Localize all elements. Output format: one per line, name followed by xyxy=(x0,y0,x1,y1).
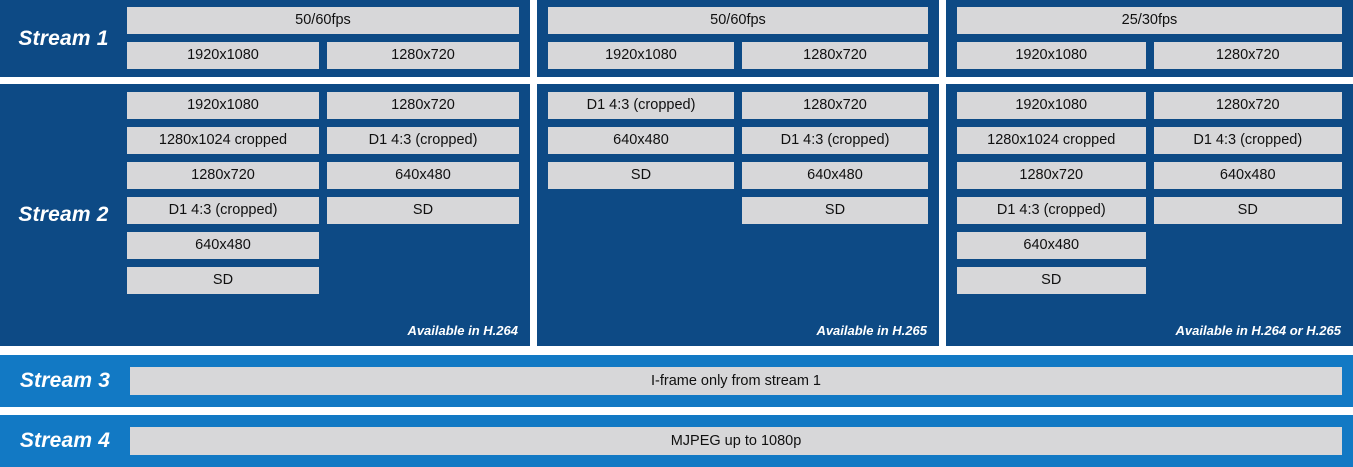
stream2-col2-left-item-1: 640x480 xyxy=(548,127,734,154)
stream2-col2-left-item-0: D1 4:3 (cropped) xyxy=(548,92,734,119)
stream2-col2-right-item-1: D1 4:3 (cropped) xyxy=(742,127,928,154)
stream1-col2-body: 50/60fps 1920x1080 1280x720 xyxy=(548,0,939,77)
stream1-col3-fps: 25/30fps xyxy=(957,7,1342,34)
stream1-col2-resolution-0: 1920x1080 xyxy=(548,42,734,69)
stream4-description: MJPEG up to 1080p xyxy=(130,427,1342,455)
stream2-col3-right-item-3: SD xyxy=(1153,197,1342,224)
stream2-col1-left-item-2: 1280x720 xyxy=(127,162,319,189)
stream4-panel: Stream 4 MJPEG up to 1080p xyxy=(0,415,1353,467)
stream2-col1-right-item-2: 640x480 xyxy=(327,162,519,189)
stream2-col2-left-item-2: SD xyxy=(548,162,734,189)
stream2-col3-left-item-1: 1280x1024 cropped xyxy=(957,127,1146,154)
stream2-panel-column-3: 1920x1080 1280x1024 cropped 1280x720 D1 … xyxy=(946,84,1353,346)
stream1-col3-resolution-0: 1920x1080 xyxy=(957,42,1146,69)
stream1-col2-resolution-1: 1280x720 xyxy=(742,42,928,69)
stream2-col1-left-list: 1920x1080 1280x1024 cropped 1280x720 D1 … xyxy=(127,92,319,294)
stream2-col2-right-list: 1280x720 D1 4:3 (cropped) 640x480 SD xyxy=(742,92,928,224)
stream2-col3-right-item-1: D1 4:3 (cropped) xyxy=(1153,127,1342,154)
stream2-col3-body: 1920x1080 1280x1024 cropped 1280x720 D1 … xyxy=(957,84,1353,346)
stream2-panel-column-2: D1 4:3 (cropped) 640x480 SD 1280x720 D1 … xyxy=(537,84,939,346)
stream2-col1-availability: Available in H.264 xyxy=(407,323,518,338)
stream2-col1-left-item-0: 1920x1080 xyxy=(127,92,319,119)
stream2-col1-left-item-3: D1 4:3 (cropped) xyxy=(127,197,319,224)
stream3-body: I-frame only from stream 1 xyxy=(130,355,1353,407)
stream2-col1-left-item-5: SD xyxy=(127,267,319,294)
stream3-description: I-frame only from stream 1 xyxy=(130,367,1342,395)
stream2-label: Stream 2 xyxy=(18,203,109,226)
stream2-col2-availability: Available in H.265 xyxy=(816,323,927,338)
stream2-col2-right-item-0: 1280x720 xyxy=(742,92,928,119)
stream1-col2-fps: 50/60fps xyxy=(548,7,928,34)
stream2-col3-right-item-2: 640x480 xyxy=(1153,162,1342,189)
stream2-col3-spacer xyxy=(946,84,957,346)
stream1-panel-column-2: 50/60fps 1920x1080 1280x720 xyxy=(537,0,939,77)
stream2-col1-right-item-0: 1280x720 xyxy=(327,92,519,119)
stream1-col1-body: 50/60fps 1920x1080 1280x720 xyxy=(127,0,530,77)
stream4-body: MJPEG up to 1080p xyxy=(130,415,1353,467)
stream2-col1-right-list: 1280x720 D1 4:3 (cropped) 640x480 SD xyxy=(327,92,519,224)
stream2-col3-right-list: 1280x720 D1 4:3 (cropped) 640x480 SD xyxy=(1153,92,1342,224)
stream1-col3-resolution-row: 1920x1080 1280x720 xyxy=(957,42,1342,69)
stream2-col3-right-item-0: 1280x720 xyxy=(1153,92,1342,119)
stream2-col2-body: D1 4:3 (cropped) 640x480 SD 1280x720 D1 … xyxy=(548,84,939,346)
stream1-col2-resolution-row: 1920x1080 1280x720 xyxy=(548,42,928,69)
stream2-col1-right-item-1: D1 4:3 (cropped) xyxy=(327,127,519,154)
stream2-col2-right-item-3: SD xyxy=(742,197,928,224)
stream3-panel: Stream 3 I-frame only from stream 1 xyxy=(0,355,1353,407)
stream1-panel-column-1: Stream 1 50/60fps 1920x1080 1280x720 xyxy=(0,0,530,77)
stream4-label: Stream 4 xyxy=(19,429,111,452)
stream2-col3-left-item-3: D1 4:3 (cropped) xyxy=(957,197,1146,224)
stream1-col1-resolution-1: 1280x720 xyxy=(327,42,519,69)
stream1-label: Stream 1 xyxy=(18,26,109,50)
stream2-col3-left-item-2: 1280x720 xyxy=(957,162,1146,189)
stream2-panel-column-1: Stream 2 1920x1080 1280x1024 cropped 128… xyxy=(0,84,530,346)
stream2-col1-body: 1920x1080 1280x1024 cropped 1280x720 D1 … xyxy=(127,84,530,346)
stream2-col3-left-item-5: SD xyxy=(957,267,1146,294)
stream1-col1-resolution-row: 1920x1080 1280x720 xyxy=(127,42,519,69)
stream2-col3-availability: Available in H.264 or H.265 xyxy=(1175,323,1341,338)
stream2-col3-left-list: 1920x1080 1280x1024 cropped 1280x720 D1 … xyxy=(957,92,1146,294)
stream1-col1-fps: 50/60fps xyxy=(127,7,519,34)
stream2-col1-left-item-1: 1280x1024 cropped xyxy=(127,127,319,154)
stream1-col3-body: 25/30fps 1920x1080 1280x720 xyxy=(957,0,1353,77)
stream2-col1-left-item-4: 640x480 xyxy=(127,232,319,259)
stream1-col1-resolution-0: 1920x1080 xyxy=(127,42,319,69)
stream3-label: Stream 3 xyxy=(19,369,111,392)
stream2-col2-spacer xyxy=(537,84,548,346)
stream2-col1-right-item-3: SD xyxy=(327,197,519,224)
stream1-col2-spacer xyxy=(537,0,548,77)
stream2-col2-left-list: D1 4:3 (cropped) 640x480 SD xyxy=(548,92,734,189)
stream1-col3-spacer xyxy=(946,0,957,77)
stream1-col3-resolution-1: 1280x720 xyxy=(1153,42,1342,69)
stream1-panel-column-3: 25/30fps 1920x1080 1280x720 xyxy=(946,0,1353,77)
stream2-col3-left-item-0: 1920x1080 xyxy=(957,92,1146,119)
stream2-col3-left-item-4: 640x480 xyxy=(957,232,1146,259)
stream2-col2-right-item-2: 640x480 xyxy=(742,162,928,189)
